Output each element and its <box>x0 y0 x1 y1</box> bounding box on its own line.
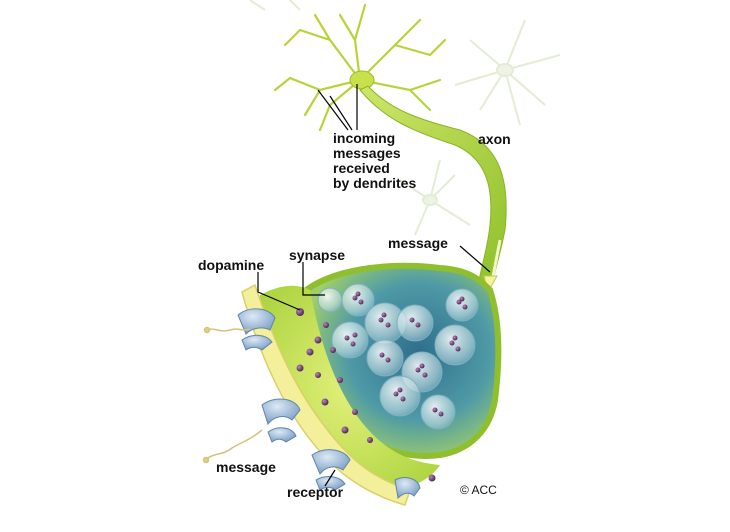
dopamine-molecules <box>296 291 468 482</box>
vesicles <box>317 283 479 430</box>
receptor-label: receptor <box>287 484 344 500</box>
copyright-credit: © ACC <box>460 483 497 497</box>
incoming-line-3: received <box>333 160 390 176</box>
incoming-line-4: by dendrites <box>333 175 417 191</box>
receptors <box>237 308 421 500</box>
incoming-line-1: incoming <box>333 130 396 146</box>
axon-label: axon <box>478 131 511 147</box>
pointer-lines <box>257 84 491 487</box>
dendrites <box>273 3 447 132</box>
synaptic-cleft <box>259 285 440 489</box>
dopamine-label: dopamine <box>198 257 265 273</box>
incoming-messages-label: incoming messages received by dendrites <box>333 131 416 191</box>
message-signal-lines <box>202 326 263 464</box>
incoming-line-2: messages <box>333 145 401 161</box>
message-arrow-in-axon <box>490 239 502 283</box>
message-top-label: message <box>388 235 448 251</box>
message-bottom-label: message <box>216 459 276 475</box>
postsynaptic-membrane <box>241 283 411 506</box>
cell-body <box>349 70 375 90</box>
synapse-label: synapse <box>289 247 346 263</box>
background-neurons <box>249 0 561 236</box>
